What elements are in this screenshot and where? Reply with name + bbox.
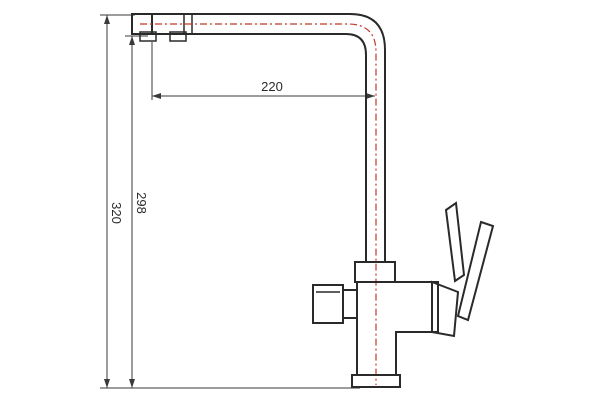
body-main: [356, 281, 439, 376]
spout-outlet-nozzle-right: [169, 31, 187, 42]
spout-reach-label: 220: [261, 79, 283, 94]
dimension-spout-reach: 220: [151, 42, 375, 100]
body-collar: [354, 261, 396, 283]
side-knob: [312, 284, 358, 324]
handle-housing: [431, 280, 460, 338]
total-height-arrow-bottom: [104, 379, 110, 388]
spout-tube-inner: [152, 33, 367, 262]
side-knob-cap: [312, 284, 344, 324]
side-knob-stem: [343, 289, 358, 319]
spout-outlet-nozzle-left: [139, 31, 157, 42]
spout-height-arrow-top: [129, 36, 135, 45]
spout-reach-arrow-left: [152, 93, 161, 99]
base: [351, 374, 401, 388]
spout-outlet: [131, 13, 193, 42]
spout-tube-outer: [152, 13, 386, 262]
handle-lever-lower: [456, 220, 495, 322]
spout-reach-arrow-right: [366, 93, 375, 99]
spout-height-arrow-bottom: [129, 379, 135, 388]
dimension-spout-height: 298: [125, 35, 149, 388]
spout-centerline: [140, 23, 377, 385]
faucet: [131, 13, 495, 388]
total-height-label: 320: [109, 202, 124, 224]
mixer-handle: [431, 201, 495, 338]
dimension-total-height: 320: [100, 14, 360, 389]
total-height-arrow-top: [104, 15, 110, 24]
base-ring: [351, 374, 401, 388]
spout-height-label: 298: [134, 192, 149, 214]
handle-lever-upper: [444, 201, 466, 283]
